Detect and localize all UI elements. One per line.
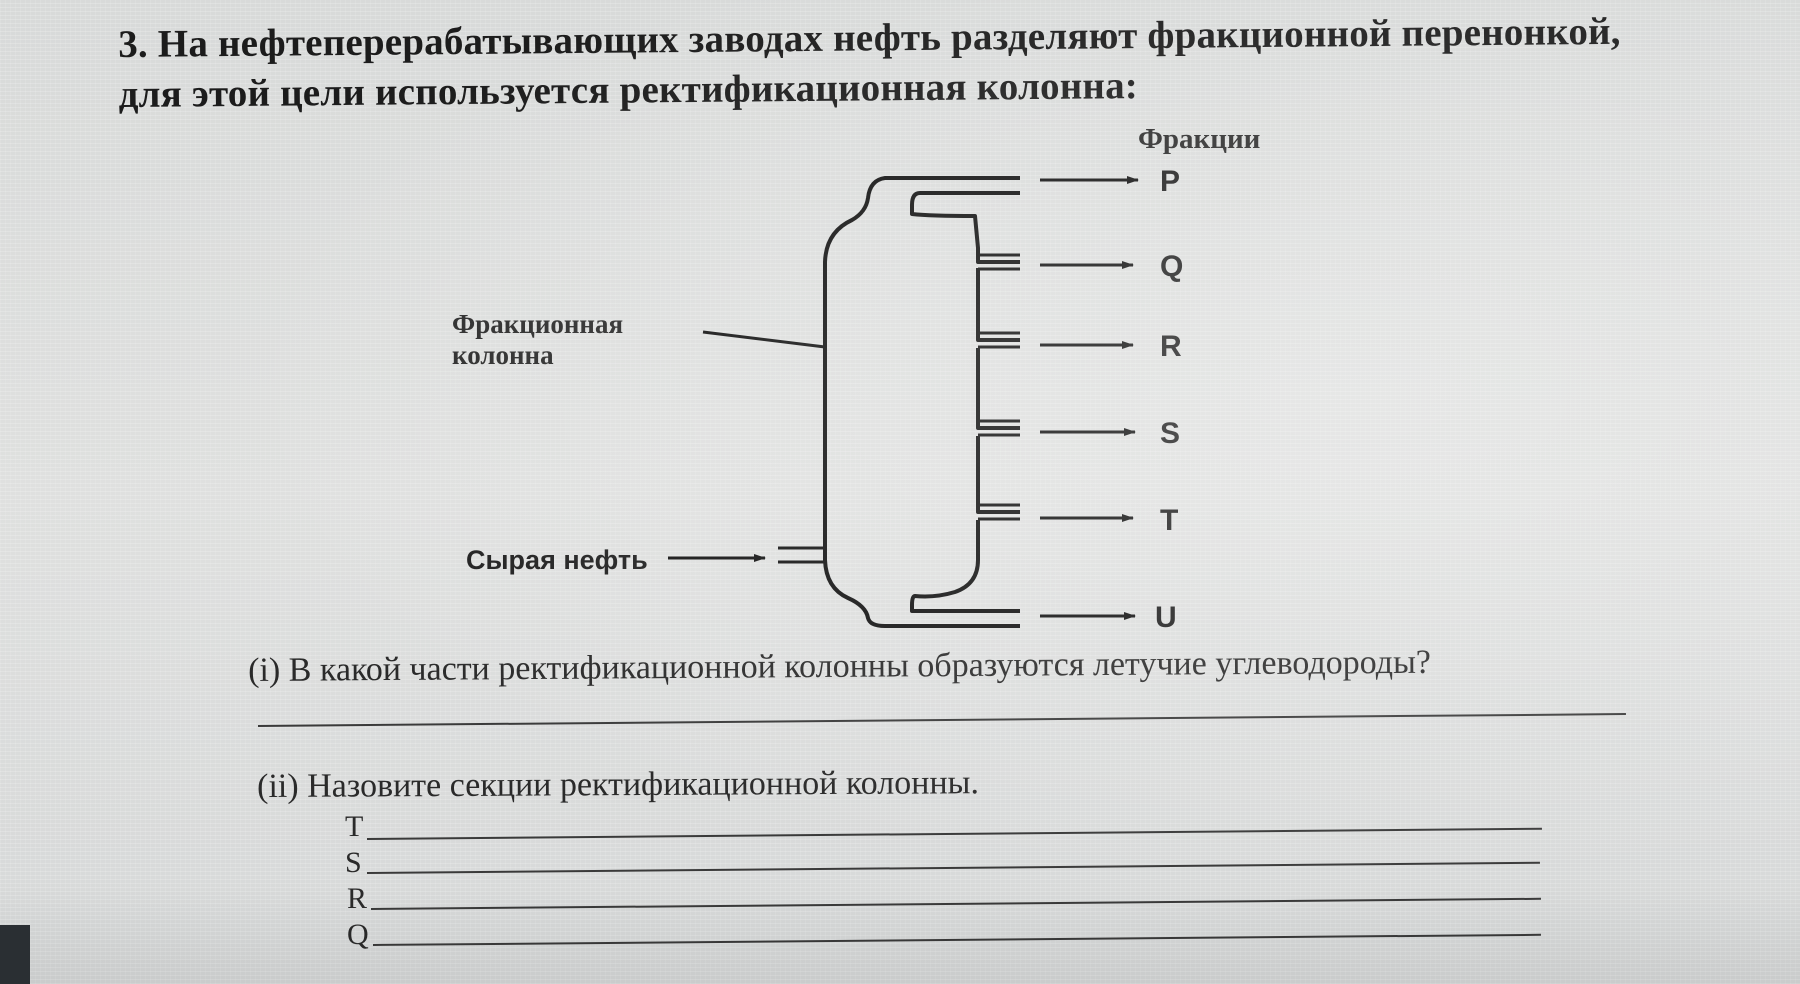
fraction-label-s: S [1160, 417, 1180, 450]
answer-letter-q: Q [347, 918, 369, 951]
fractions-header: Фракции [1138, 123, 1260, 155]
column-body [823, 176, 1020, 628]
answer-letter-r: R [347, 882, 368, 915]
crude-oil-label: Сырая нефть [466, 545, 648, 575]
fraction-label-p: P [1160, 165, 1180, 198]
fraction-label-u: U [1155, 601, 1177, 634]
screen-bezel-corner [0, 925, 30, 984]
answer-letter-s: S [345, 846, 362, 879]
column-label-line2: колонна [452, 340, 554, 370]
outlet-pipes [978, 253, 1020, 521]
sub-question-ii: (ii) Назовите секции ректификационной ко… [257, 764, 980, 805]
fraction-arrows [1040, 176, 1139, 620]
crude-inlet-pipe [778, 546, 825, 564]
column-label-leader [702, 330, 826, 349]
fraction-label-r: R [1160, 330, 1182, 363]
fraction-label-q: Q [1160, 250, 1183, 283]
column-label-line1: Фракционная [452, 309, 623, 339]
answer-letter-t: T [345, 810, 364, 843]
fraction-label-t: T [1160, 504, 1178, 537]
